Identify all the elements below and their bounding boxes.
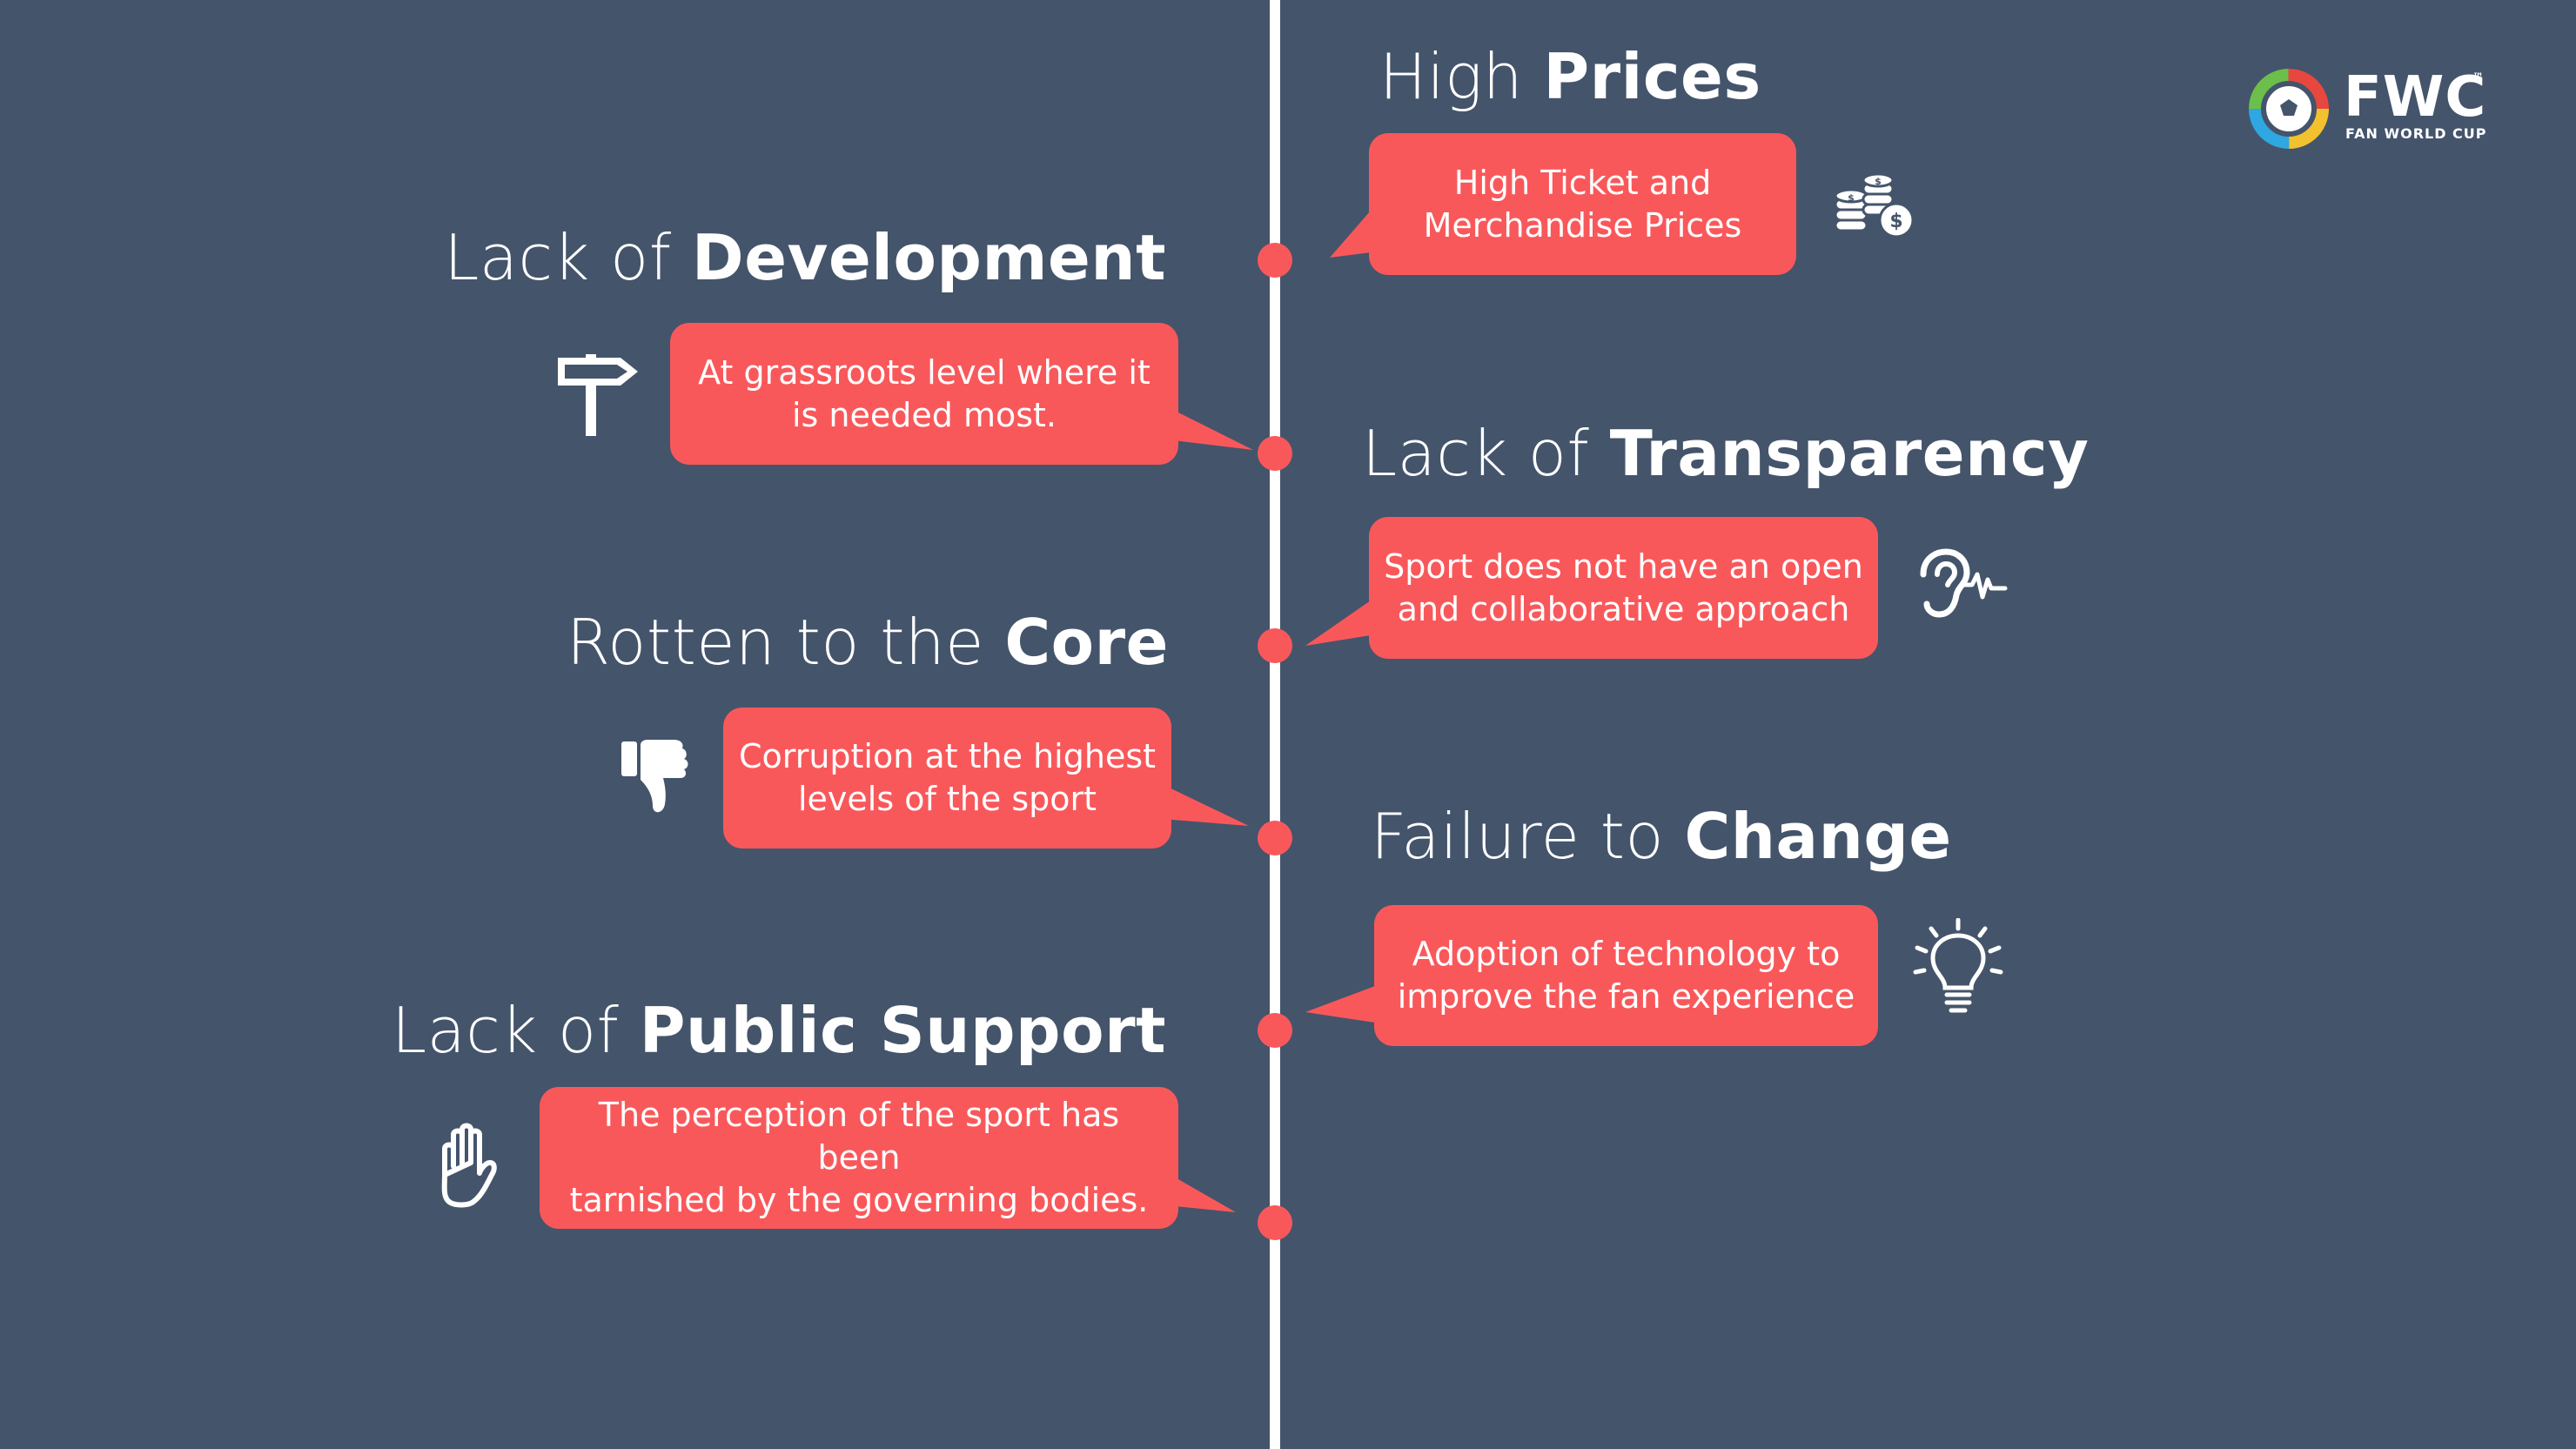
heading-high-prices: High Prices bbox=[1379, 40, 1761, 113]
fwc-logo-trademark: ™ bbox=[2472, 71, 2484, 84]
timeline-node-failure-to-change bbox=[1258, 1013, 1292, 1048]
callout-lack-of-development: At grassroots level where it is needed m… bbox=[670, 323, 1178, 465]
bubble-tail-lack-of-transparency bbox=[1305, 600, 1371, 646]
callout-lack-of-public-support: The perception of the sport has been tar… bbox=[540, 1087, 1178, 1229]
lightbulb-icon bbox=[1913, 918, 2003, 1013]
callout-rotten-to-the-core: Corruption at the highest levels of the … bbox=[723, 708, 1171, 849]
callout-high-prices: High Ticket and Merchandise Prices bbox=[1369, 133, 1796, 275]
timeline-node-lack-of-public-support bbox=[1258, 1205, 1292, 1240]
heading-lack-of-public-support: Lack of Public Support bbox=[392, 994, 1166, 1067]
fwc-logo: FWC ™ FAN WORLD CUP bbox=[2248, 68, 2492, 155]
timeline-node-lack-of-transparency bbox=[1258, 628, 1292, 663]
fwc-logo-subtitle: FAN WORLD CUP bbox=[2345, 125, 2487, 142]
callout-failure-to-change: Adoption of technology to improve the fa… bbox=[1374, 905, 1878, 1046]
timeline-node-high-prices bbox=[1258, 243, 1292, 278]
bubble-tail-lack-of-development bbox=[1166, 406, 1253, 450]
callout-lack-of-transparency: Sport does not have an open and collabor… bbox=[1369, 517, 1878, 659]
timeline-node-lack-of-development bbox=[1258, 436, 1292, 471]
ear-listening-icon bbox=[1920, 548, 2008, 618]
svg-text:$: $ bbox=[1848, 192, 1855, 204]
heading-lack-of-development: Lack of Development bbox=[444, 221, 1166, 294]
fwc-logo-mark bbox=[2249, 69, 2329, 149]
bubble-tail-lack-of-public-support bbox=[1166, 1172, 1236, 1212]
coins-stack-icon: $ $ $ bbox=[1834, 172, 1915, 238]
heading-rotten-to-the-core: Rotten to the Core bbox=[567, 606, 1169, 679]
timeline-node-rotten-to-the-core bbox=[1258, 821, 1292, 855]
svg-text:$: $ bbox=[1875, 176, 1882, 187]
raised-hand-icon bbox=[441, 1123, 497, 1208]
bubble-tail-rotten-to-the-core bbox=[1162, 784, 1249, 826]
thumbs-down-icon bbox=[621, 740, 688, 813]
heading-failure-to-change: Failure to Change bbox=[1371, 800, 1952, 873]
fwc-logo-name: FWC bbox=[2344, 65, 2487, 130]
svg-text:$: $ bbox=[1889, 211, 1902, 232]
heading-lack-of-transparency: Lack of Transparency bbox=[1362, 417, 2090, 490]
bubble-tail-failure-to-change bbox=[1305, 986, 1375, 1023]
bubble-tail-high-prices bbox=[1330, 211, 1371, 258]
signpost-icon bbox=[558, 354, 638, 436]
timeline-line bbox=[1270, 0, 1280, 1449]
